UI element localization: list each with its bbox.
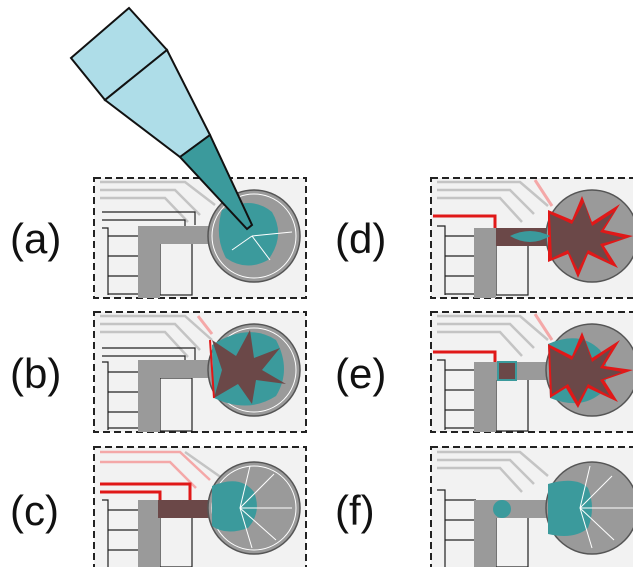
label-b: (b) (10, 350, 62, 397)
panel-b (93, 311, 307, 433)
label-f: (f) (335, 487, 375, 534)
label-d: (d) (335, 215, 387, 262)
label-c: (c) (10, 487, 59, 534)
liquid-droplet (218, 202, 279, 266)
panel-e (430, 311, 633, 433)
panel-f (430, 446, 633, 567)
label-e: (e) (335, 350, 387, 397)
pipette-icon (69, 6, 254, 231)
panel-d (430, 177, 633, 299)
panel-a (69, 6, 307, 299)
panel-c (93, 446, 307, 567)
label-a: (a) (10, 215, 62, 262)
